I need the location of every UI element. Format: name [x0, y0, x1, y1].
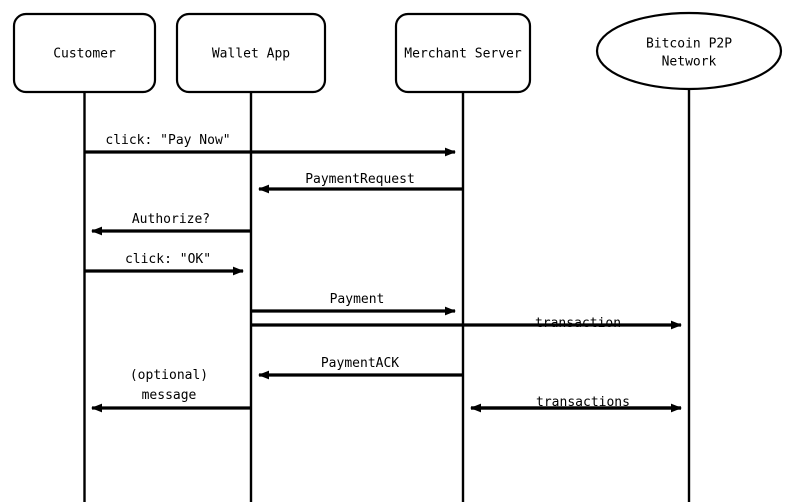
message-transactions[interactable]: transactions [470, 395, 682, 413]
message-optional-message-label-line1: (optional) [130, 368, 208, 383]
participant-merchant-label: Merchant Server [404, 47, 522, 62]
message-payment-request[interactable]: PaymentRequest [258, 172, 463, 194]
participant-bitcoin-network-label-line1: Bitcoin P2P [646, 37, 732, 52]
message-optional-message[interactable]: (optional) message [91, 368, 251, 413]
message-payment-request-label: PaymentRequest [305, 172, 415, 187]
message-transaction[interactable]: transaction [251, 316, 682, 331]
message-payment-label: Payment [330, 292, 385, 307]
participant-customer-label: Customer [53, 47, 116, 62]
message-payment[interactable]: Payment [251, 292, 456, 316]
participant-customer[interactable]: Customer [12, 12, 157, 94]
message-transaction-label: transaction [535, 316, 621, 331]
message-click-pay-now-label: click: "Pay Now" [105, 133, 230, 148]
message-authorize-label: Authorize? [132, 212, 210, 227]
participant-wallet[interactable]: Wallet App [175, 12, 327, 94]
participant-wallet-label: Wallet App [212, 47, 290, 62]
participant-bitcoin-network[interactable]: Bitcoin P2P Network [595, 11, 783, 91]
message-click-pay-now[interactable]: click: "Pay Now" [84, 133, 456, 157]
message-authorize[interactable]: Authorize? [91, 212, 251, 236]
message-transactions-label: transactions [536, 395, 630, 410]
message-click-ok[interactable]: click: "OK" [84, 252, 244, 276]
message-optional-message-label-line2: message [142, 388, 197, 403]
message-payment-ack[interactable]: PaymentACK [258, 356, 463, 380]
message-payment-ack-label: PaymentACK [321, 356, 399, 371]
participant-bitcoin-network-label-line2: Network [662, 55, 717, 70]
participant-merchant[interactable]: Merchant Server [394, 12, 532, 94]
message-click-ok-label: click: "OK" [125, 252, 211, 267]
